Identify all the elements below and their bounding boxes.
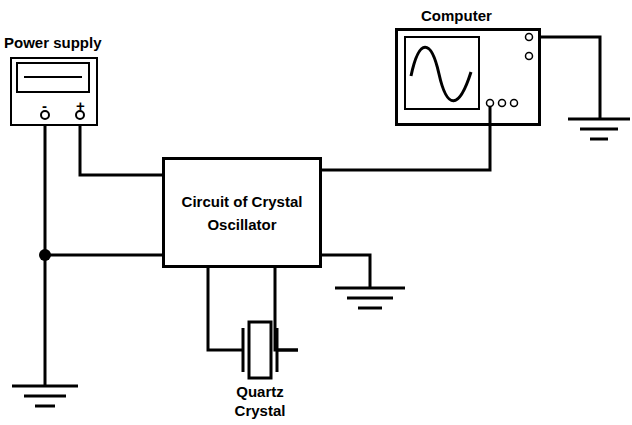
terminal-polarity: + [76,98,85,113]
node-caption: Quartz Crystal [222,382,298,420]
wire [45,126,162,255]
monitor-face [395,28,541,126]
quartz-crystal: Quartz Crystal [222,318,298,422]
crystal-symbol [222,318,298,382]
wire [80,126,162,175]
oscillator-circuit-box: Circuit of Crystal Oscillator [162,157,322,268]
node-heading: Computer [421,6,492,26]
computer: Computer [395,6,541,126]
power-supply: Power supply-+ [4,33,144,126]
terminal-polarity: - [42,98,47,113]
box-label: Circuit of Crystal Oscillator [177,190,307,236]
power-supply-case: -+ [10,57,98,126]
power-supply-face [10,57,98,126]
wire [208,268,222,350]
wire [322,126,490,170]
node-heading: Power supply [4,33,102,53]
monitor-case [395,28,541,126]
